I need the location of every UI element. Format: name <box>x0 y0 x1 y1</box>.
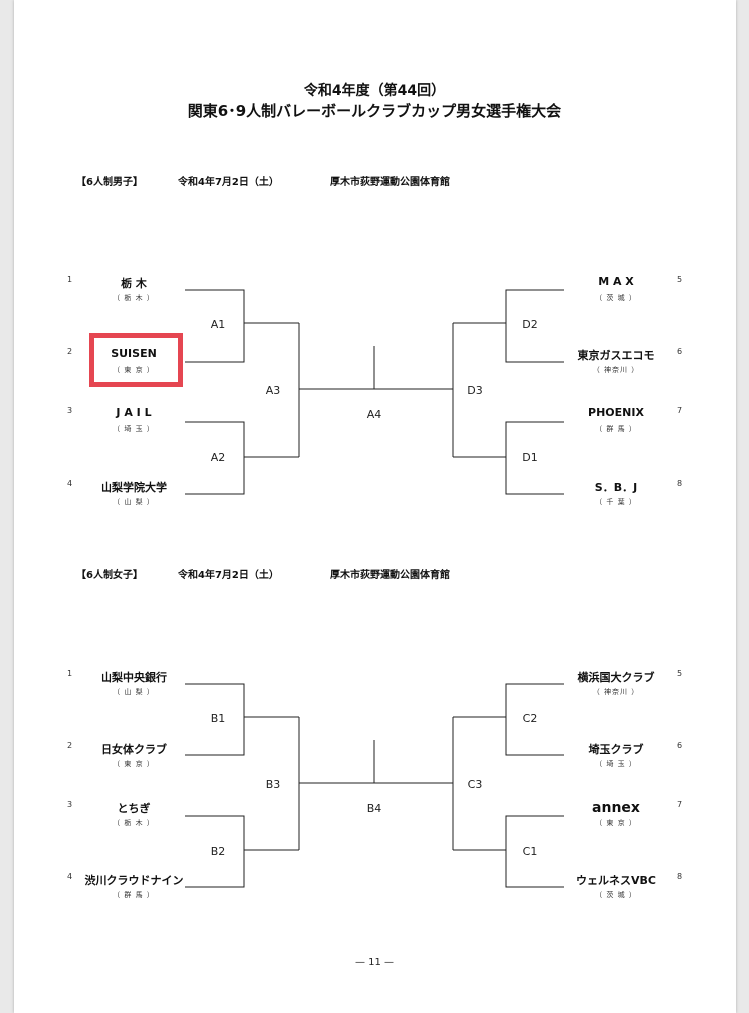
team-prefecture: （ 栃 木 ） <box>113 294 155 302</box>
team-name: J A I L <box>116 406 152 419</box>
team-prefecture: （ 茨 城 ） <box>595 294 637 302</box>
match-label: D3 <box>467 384 483 397</box>
team-prefecture: （ 栃 木 ） <box>113 819 155 827</box>
match-label: B3 <box>265 778 281 791</box>
match-label: A4 <box>366 408 382 421</box>
team-name: annex <box>592 800 640 816</box>
seed-number: 7 <box>677 406 683 415</box>
team-prefecture: （ 千 葉 ） <box>595 498 637 506</box>
match-label: A3 <box>265 384 281 397</box>
seed-number: 3 <box>67 800 73 809</box>
seed-number: 8 <box>677 872 683 881</box>
team-prefecture: （ 茨 城 ） <box>595 891 637 899</box>
match-label: C3 <box>467 778 483 791</box>
team-name: 栃 木 <box>121 277 147 290</box>
match-label: C1 <box>522 845 538 858</box>
seed-number: 6 <box>677 347 683 356</box>
team-prefecture: （ 群 馬 ） <box>113 891 155 899</box>
team-prefecture: （ 山 梨 ） <box>113 498 155 506</box>
team-name: 埼玉クラブ <box>588 743 644 756</box>
seed-number: 1 <box>67 669 73 678</box>
team-name: PHOENIX <box>588 406 644 419</box>
team-name: 山梨中央銀行 <box>101 671 167 684</box>
men-venue: 厚木市荻野運動公園体育館 <box>330 177 450 188</box>
team-name-highlighted: SUISEN <box>111 347 157 360</box>
seed-number: 6 <box>677 741 683 750</box>
team-name: ウェルネスVBC <box>576 874 656 887</box>
seed-number: 5 <box>677 669 683 678</box>
seed-number: 4 <box>67 872 73 881</box>
team-prefecture: （ 山 梨 ） <box>113 688 155 696</box>
team-prefecture: （ 神奈川 ） <box>592 688 640 696</box>
seed-number: 8 <box>677 479 683 488</box>
match-label: D2 <box>522 318 538 331</box>
team-name: とちぎ <box>117 802 151 815</box>
men-section-label: 【6人制男子】 <box>76 177 143 188</box>
document-page <box>14 0 736 1013</box>
match-label: B1 <box>210 712 226 725</box>
match-label: D1 <box>522 451 538 464</box>
seed-number: 4 <box>67 479 73 488</box>
page-number: — 11 — <box>354 957 395 968</box>
women-section-label: 【6人制女子】 <box>76 570 143 581</box>
women-venue: 厚木市荻野運動公園体育館 <box>330 570 450 581</box>
team-prefecture: （ 神奈川 ） <box>592 366 640 374</box>
match-label: A1 <box>210 318 226 331</box>
seed-number: 1 <box>67 275 73 284</box>
team-prefecture: （ 群 馬 ） <box>595 425 637 433</box>
team-prefecture: （ 東 京 ） <box>595 819 637 827</box>
team-prefecture: （ 東 京 ） <box>113 366 155 374</box>
seed-number: 2 <box>67 347 73 356</box>
highlight-box <box>89 333 183 387</box>
match-label: C2 <box>522 712 538 725</box>
team-name: 東京ガスエコモ <box>577 349 655 362</box>
seed-number: 3 <box>67 406 73 415</box>
seed-number: 5 <box>677 275 683 284</box>
team-name: 渋川クラウドナイン <box>84 874 184 887</box>
match-label: B2 <box>210 845 226 858</box>
team-prefecture: （ 東 京 ） <box>113 760 155 768</box>
match-label: B4 <box>366 802 382 815</box>
seed-number: 2 <box>67 741 73 750</box>
team-prefecture: （ 埼 玉 ） <box>113 425 155 433</box>
team-name: 日女体クラブ <box>101 743 167 756</box>
team-prefecture: （ 埼 玉 ） <box>595 760 637 768</box>
team-name: 横浜国大クラブ <box>577 671 655 684</box>
men-date: 令和4年7月2日（土） <box>178 177 279 188</box>
women-date: 令和4年7月2日（土） <box>178 570 279 581</box>
tournament-title: 関東6･9人制バレーボールクラブカップ男女選手権大会 <box>187 102 562 120</box>
team-name: S．B．J <box>594 481 638 494</box>
team-name: 山梨学院大学 <box>101 481 167 494</box>
seed-number: 7 <box>677 800 683 809</box>
match-label: A2 <box>210 451 226 464</box>
tournament-title-year: 令和4年度（第44回） <box>303 83 446 99</box>
team-name: M A X <box>598 275 634 288</box>
